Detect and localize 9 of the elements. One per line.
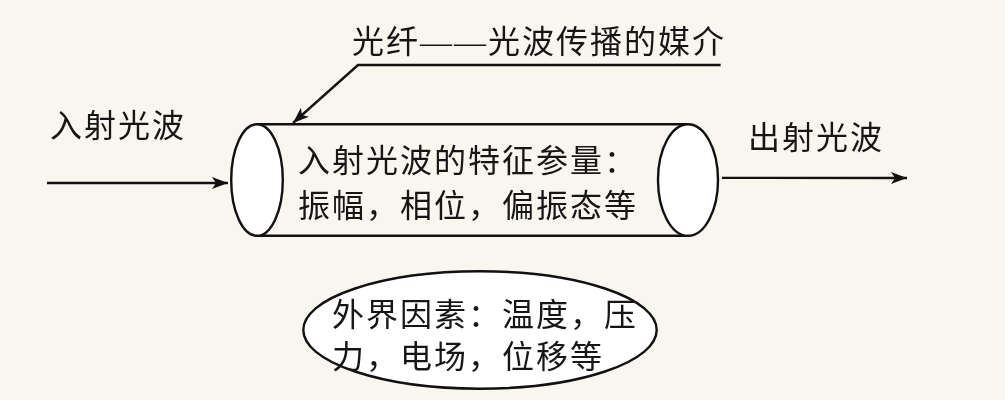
cylinder <box>230 123 720 237</box>
cylinder-label: 入射光波的特征参量：振幅，相位，偏振态等 <box>298 142 639 226</box>
arrow <box>47 177 228 189</box>
edge-label: 入射光波 <box>50 107 186 146</box>
callout-text: 光纤——光波传播的媒介 <box>352 20 732 65</box>
leader-line <box>292 63 721 124</box>
edge-label: 出射光波 <box>748 119 884 158</box>
ellipse-label: 外界因素：温度，压力，电场，位移等 <box>332 296 639 377</box>
arrow <box>722 172 907 184</box>
